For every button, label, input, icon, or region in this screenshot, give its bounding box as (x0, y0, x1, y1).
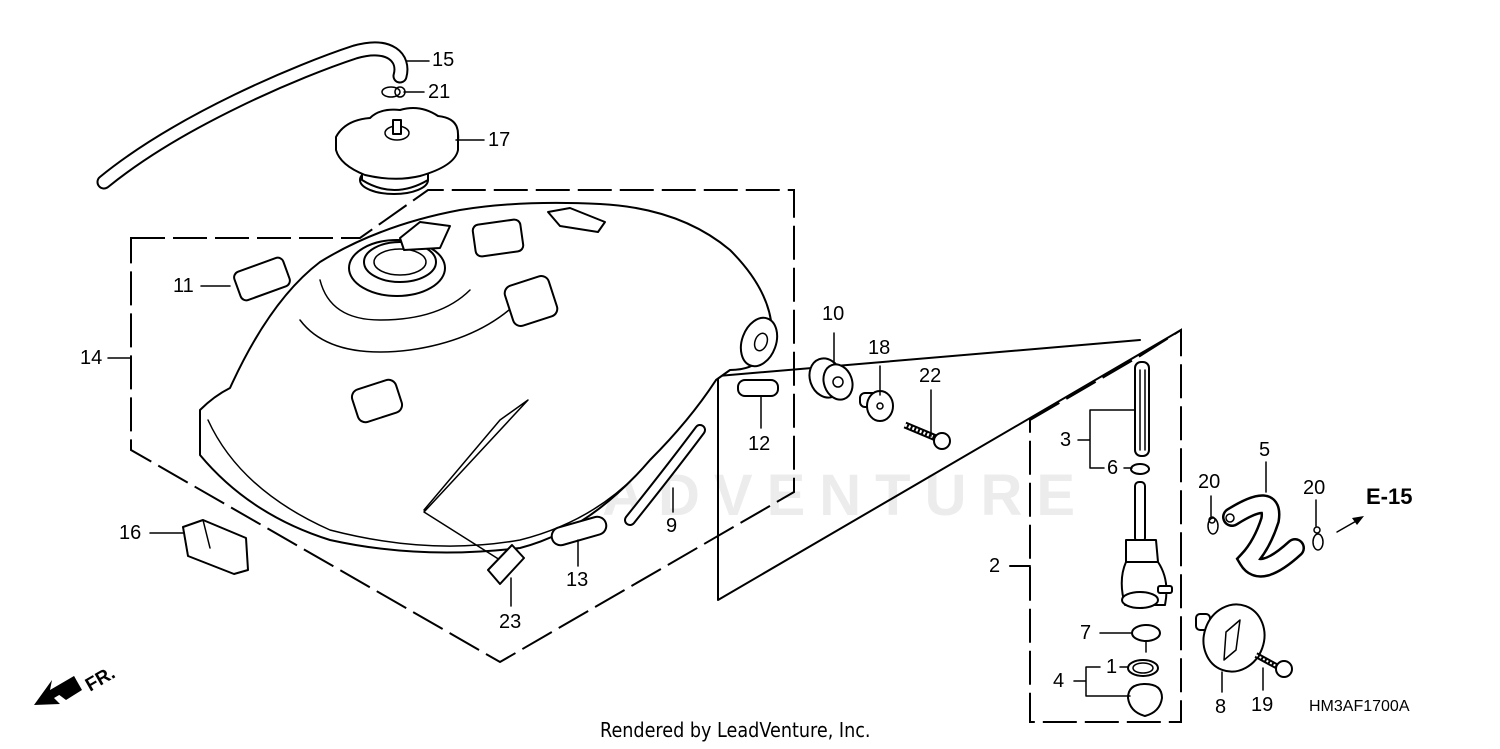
callout-19: 19 (1251, 694, 1274, 716)
callout-23: 23 (499, 611, 522, 633)
callout-6: 6 (1107, 457, 1119, 479)
front-arrow-icon (34, 676, 82, 705)
reference-e15: E-15 (1366, 484, 1413, 509)
callout-4: 4 (1053, 670, 1065, 692)
diagram-code: HM3AF1700A (1309, 698, 1410, 715)
rubber-strip-part (624, 424, 706, 526)
fuel-tube-part (1222, 494, 1305, 578)
clip-part (381, 86, 406, 98)
strainer-part (1130, 361, 1150, 475)
collar-part (859, 390, 894, 422)
label-part (487, 544, 525, 585)
callout-2: 2 (989, 555, 1001, 577)
callout-12: 12 (748, 433, 771, 455)
tube-clips (1207, 516, 1324, 551)
grommet-part (808, 357, 854, 401)
callout-11: 11 (173, 275, 194, 297)
callout-5: 5 (1259, 439, 1271, 461)
callout-14: 14 (80, 347, 103, 369)
callout-20-right: 20 (1303, 477, 1326, 499)
callout-15: 15 (432, 49, 455, 71)
callout-3: 3 (1060, 429, 1072, 451)
fuel-cup-parts (1127, 624, 1163, 717)
tank-assembly-outline (130, 189, 795, 664)
callout-9: 9 (666, 515, 678, 537)
callout-21: 21 (428, 81, 451, 103)
clip-cushion-part (182, 519, 249, 575)
breather-tube-part (96, 41, 409, 190)
callout-1: 1 (1106, 656, 1118, 678)
e15-arrow (1336, 516, 1364, 533)
fuel-tank-body (199, 201, 779, 561)
bolt-22-part (903, 421, 951, 450)
callout-20-left: 20 (1198, 471, 1221, 493)
callout-18: 18 (868, 337, 891, 359)
callout-10: 10 (822, 303, 845, 325)
callout-17: 17 (488, 129, 511, 151)
callout-16: 16 (119, 522, 142, 544)
lever-part (1195, 603, 1266, 673)
screw-part (1254, 652, 1293, 678)
callout-22: 22 (919, 365, 942, 387)
rubber-cushion-part (550, 515, 608, 547)
fuel-cock-body (1120, 481, 1173, 609)
callout-13: 13 (566, 569, 589, 591)
cushion-pad-12 (737, 379, 779, 397)
callout-7: 7 (1080, 622, 1092, 644)
cushion-pad-11 (233, 256, 291, 302)
credit-text: Rendered by LeadVenture, Inc. (600, 718, 871, 742)
callout-8: 8 (1215, 696, 1227, 718)
fuel-cap-part (335, 107, 460, 195)
leader-lines (107, 60, 1317, 697)
